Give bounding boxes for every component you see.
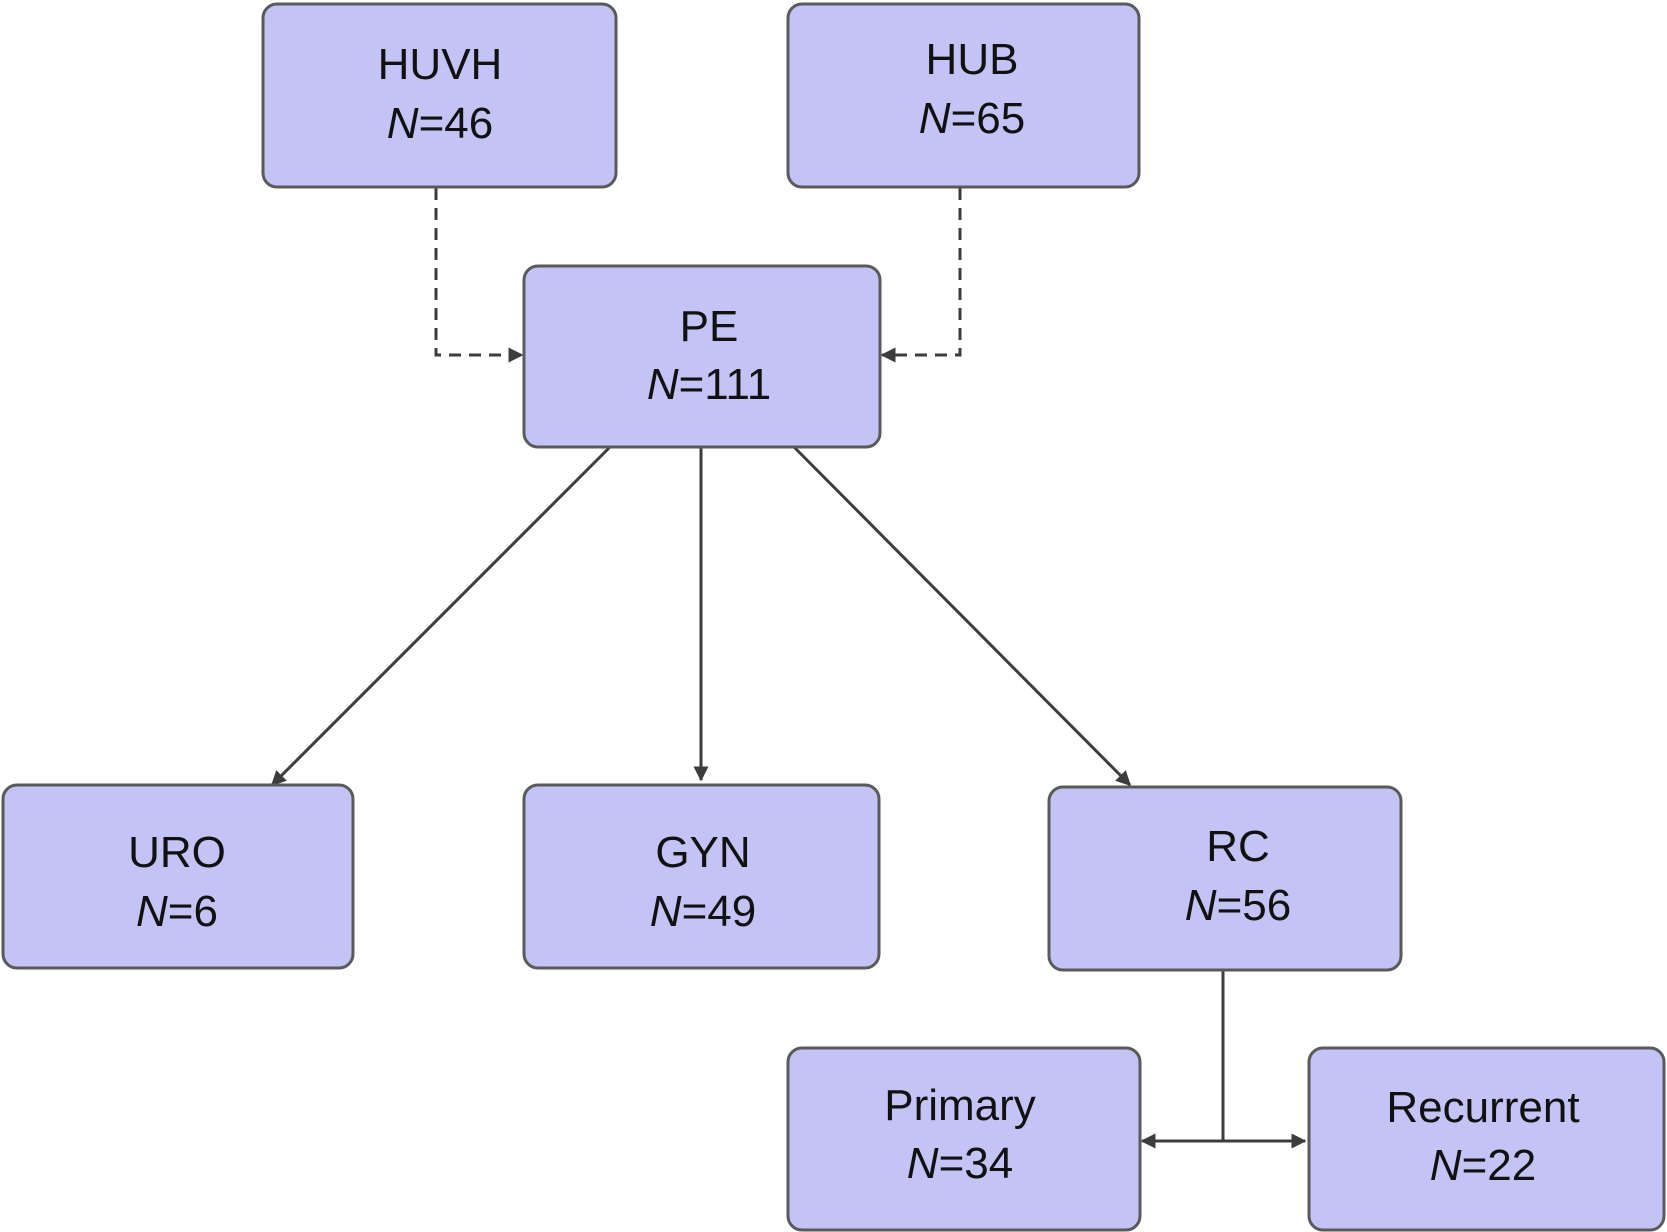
node-primary-count: N=34 <box>907 1139 1013 1188</box>
node-hub-name: HUB <box>926 35 1019 84</box>
node-huvh-name: HUVH <box>378 40 503 89</box>
node-huvh: HUVH N=46 <box>261 2 618 189</box>
node-recurrent-count: N=22 <box>1430 1141 1536 1190</box>
node-rc-box <box>1047 785 1403 972</box>
node-uro-count: N=6 <box>136 887 218 936</box>
node-hub-box <box>786 2 1141 189</box>
node-uro: URO N=6 <box>1 783 355 970</box>
node-gyn-count: N=49 <box>650 887 756 936</box>
node-pe-box <box>522 264 882 449</box>
edge-pe-to-rc <box>792 445 1132 787</box>
node-recurrent-count-eq: =22 <box>1462 1141 1537 1190</box>
edges <box>270 188 1307 1149</box>
node-hub-count-var: N <box>919 94 951 143</box>
node-gyn: GYN N=49 <box>522 783 881 970</box>
node-huvh-count-var: N <box>387 99 419 148</box>
node-huvh-box <box>261 2 618 189</box>
node-recurrent-count-var: N <box>1430 1141 1462 1190</box>
node-pe-name: PE <box>680 302 739 351</box>
edge-pe-to-uro <box>270 445 612 787</box>
node-uro-name: URO <box>128 828 226 877</box>
node-rc-name: RC <box>1206 822 1270 871</box>
node-rc-count: N=56 <box>1185 881 1291 930</box>
node-recurrent: Recurrent N=22 <box>1307 1046 1666 1232</box>
node-recurrent-name: Recurrent <box>1386 1083 1579 1132</box>
node-gyn-count-var: N <box>650 887 682 936</box>
node-hub: HUB N=65 <box>786 2 1141 189</box>
node-uro-box <box>1 783 355 970</box>
node-primary-count-eq: =34 <box>939 1139 1014 1188</box>
node-primary-count-var: N <box>907 1139 939 1188</box>
node-hub-count: N=65 <box>919 94 1025 143</box>
node-rc-count-var: N <box>1185 881 1217 930</box>
node-hub-count-eq: =65 <box>951 94 1026 143</box>
node-primary: Primary N=34 <box>786 1046 1142 1232</box>
node-gyn-count-eq: =49 <box>682 887 757 936</box>
node-uro-count-eq: =6 <box>168 887 218 936</box>
node-rc: RC N=56 <box>1047 785 1403 972</box>
node-pe-count-var: N <box>647 360 679 409</box>
node-pe-count-eq: =111 <box>679 360 772 409</box>
node-huvh-count-eq: =46 <box>419 99 494 148</box>
node-recurrent-box <box>1307 1046 1666 1232</box>
node-huvh-count: N=46 <box>387 99 493 148</box>
node-gyn-box <box>522 783 881 970</box>
node-rc-count-eq: =56 <box>1217 881 1292 930</box>
node-gyn-name: GYN <box>655 828 750 877</box>
node-primary-box <box>786 1046 1142 1232</box>
edge-hub-to-pe <box>880 188 962 363</box>
node-pe: PE N=111 <box>522 264 882 449</box>
edge-huvh-to-pe <box>434 188 524 363</box>
node-primary-name: Primary <box>884 1081 1036 1130</box>
node-pe-count: N=111 <box>647 360 771 409</box>
node-uro-count-var: N <box>136 887 168 936</box>
